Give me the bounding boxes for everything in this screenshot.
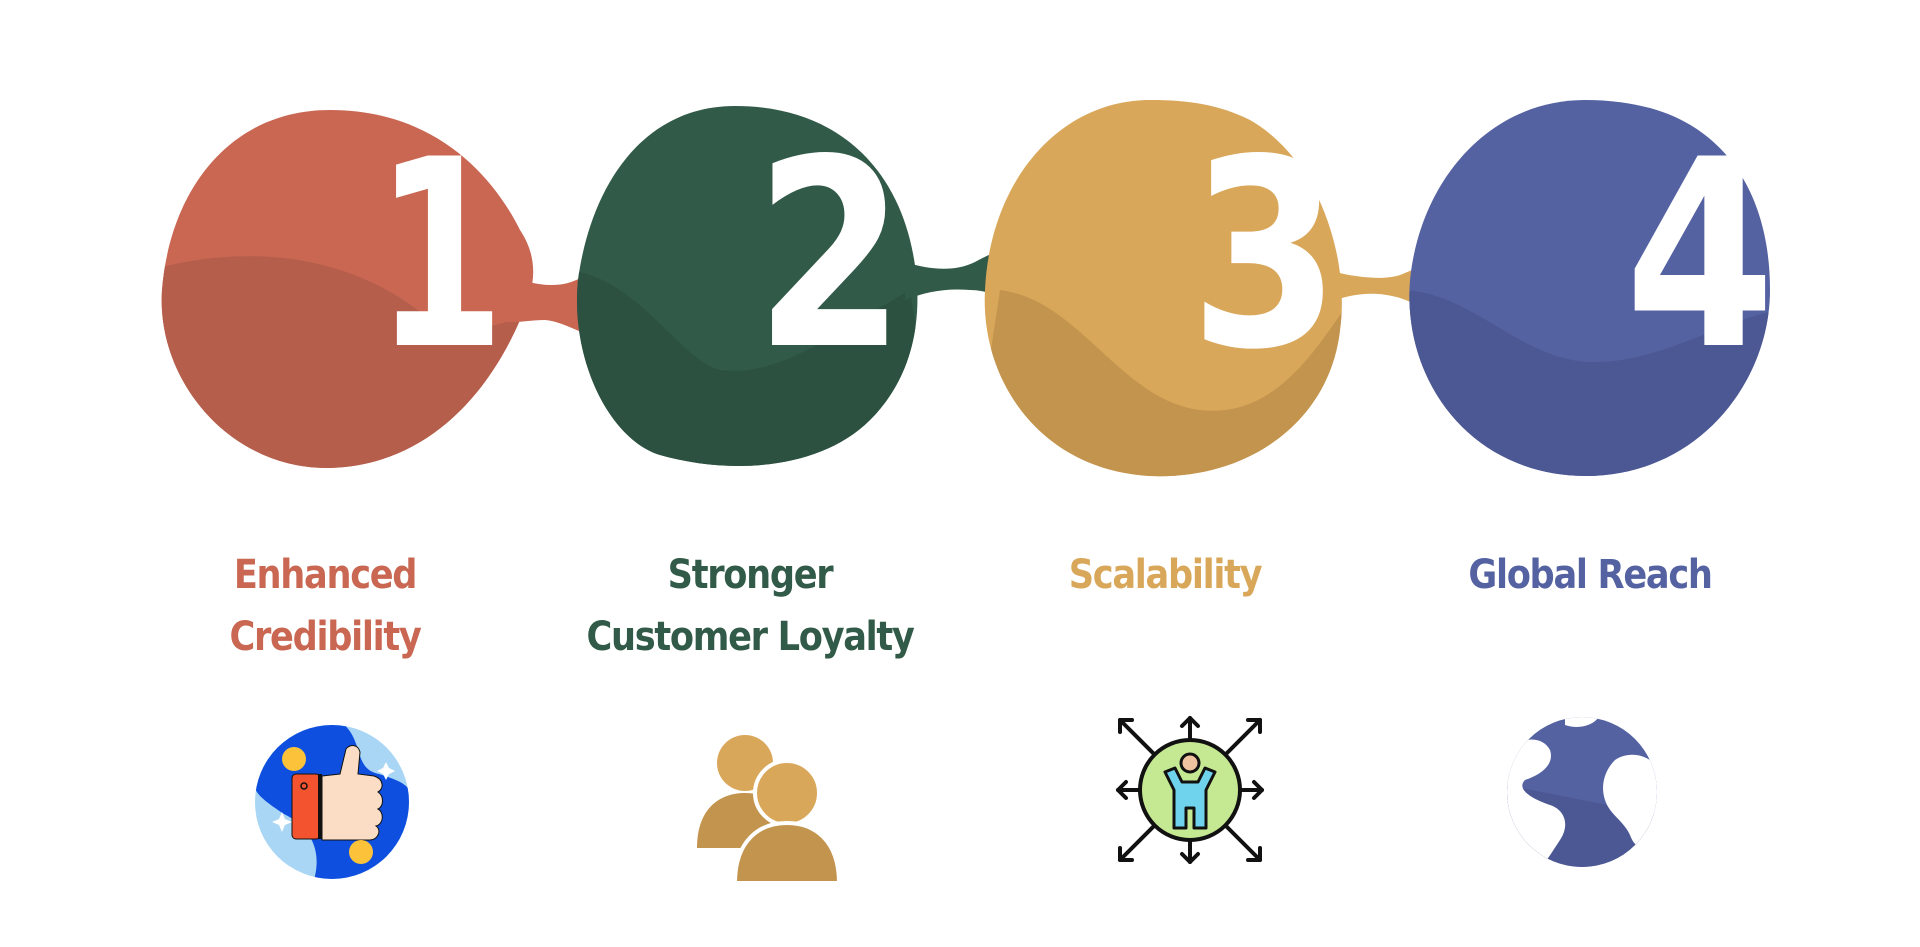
step-4-title: Global Reach [1468,552,1713,598]
step-2-number: 2 [755,105,905,407]
step-1-number: 1 [375,105,505,407]
step-3-title: Scalability [1068,552,1263,598]
users-icon [697,735,842,884]
step-2-title: Stronger Customer Loyalty [586,552,914,660]
step-4-number: 4 [1625,105,1775,407]
globe-icon [1507,717,1657,867]
thumbs-up-icon [255,725,409,879]
step-3-blob [984,100,1342,477]
step-3-number: 3 [1190,105,1340,407]
step-4-blob [1409,100,1770,476]
step-2-blob [576,106,918,466]
step-1-title: Enhanced Credibility [229,552,422,660]
scalability-person-arrows-icon [1116,716,1264,864]
